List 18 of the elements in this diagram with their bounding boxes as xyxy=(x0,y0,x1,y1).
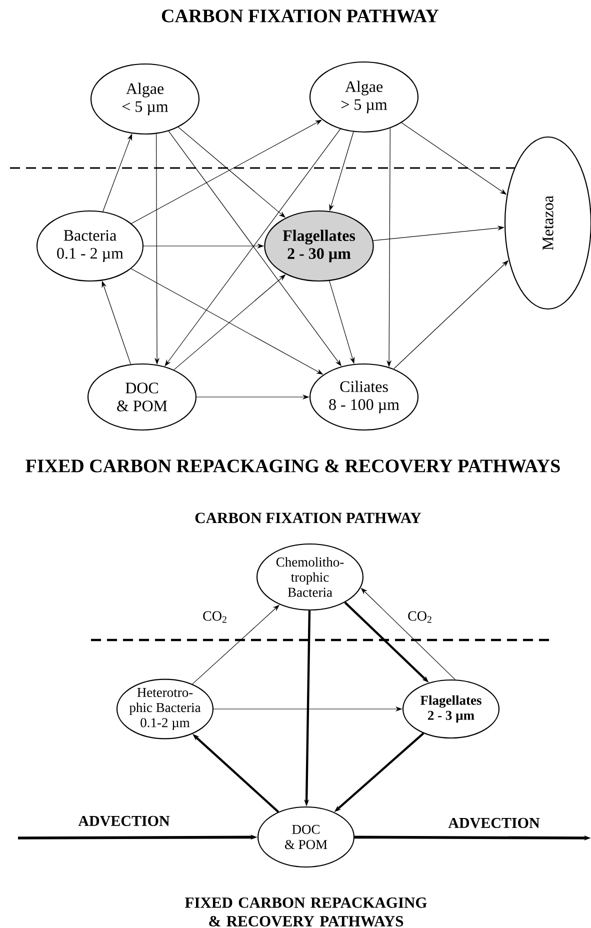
section-heading: FIXED CARBON REPACKAGING & RECOVERY PATHWAYS xyxy=(26,460,560,472)
oval-node: DOC & POM xyxy=(87,363,197,431)
edge-label: ADVECTION xyxy=(77,814,171,828)
oval-node: Heterotro- phic Bacteria 0.1-2 µm xyxy=(116,678,214,740)
oval-node: Algae < 5 µm xyxy=(90,63,200,135)
section-heading: FIXED CARBON REPACKAGING & RECOVERY PATHWAYS xyxy=(185,897,427,927)
oval-node: Flagellates 2 - 30 µm xyxy=(264,210,374,282)
oval-node: Algae > 5 µm xyxy=(309,61,419,133)
oval-node: Flagellates 2 - 3 µm xyxy=(402,679,500,739)
edge-label: CO$_{2}$ xyxy=(202,610,228,624)
title: CARBON FIXATION PATHWAY xyxy=(162,10,439,22)
oval-node: Bacteria 0.1 - 2 µm xyxy=(36,210,144,282)
oval-node: Chemolitho- trophic Bacteria xyxy=(256,543,364,611)
edge-label: CO$_{2}$ xyxy=(406,610,434,624)
oval-node: DOC & POM xyxy=(257,806,355,868)
oval-node: Ciliates 8 - 100 µm xyxy=(309,363,419,431)
section-heading: CARBON FIXATION PATHWAY xyxy=(195,512,422,524)
edge-label: ADVECTION xyxy=(447,816,541,830)
